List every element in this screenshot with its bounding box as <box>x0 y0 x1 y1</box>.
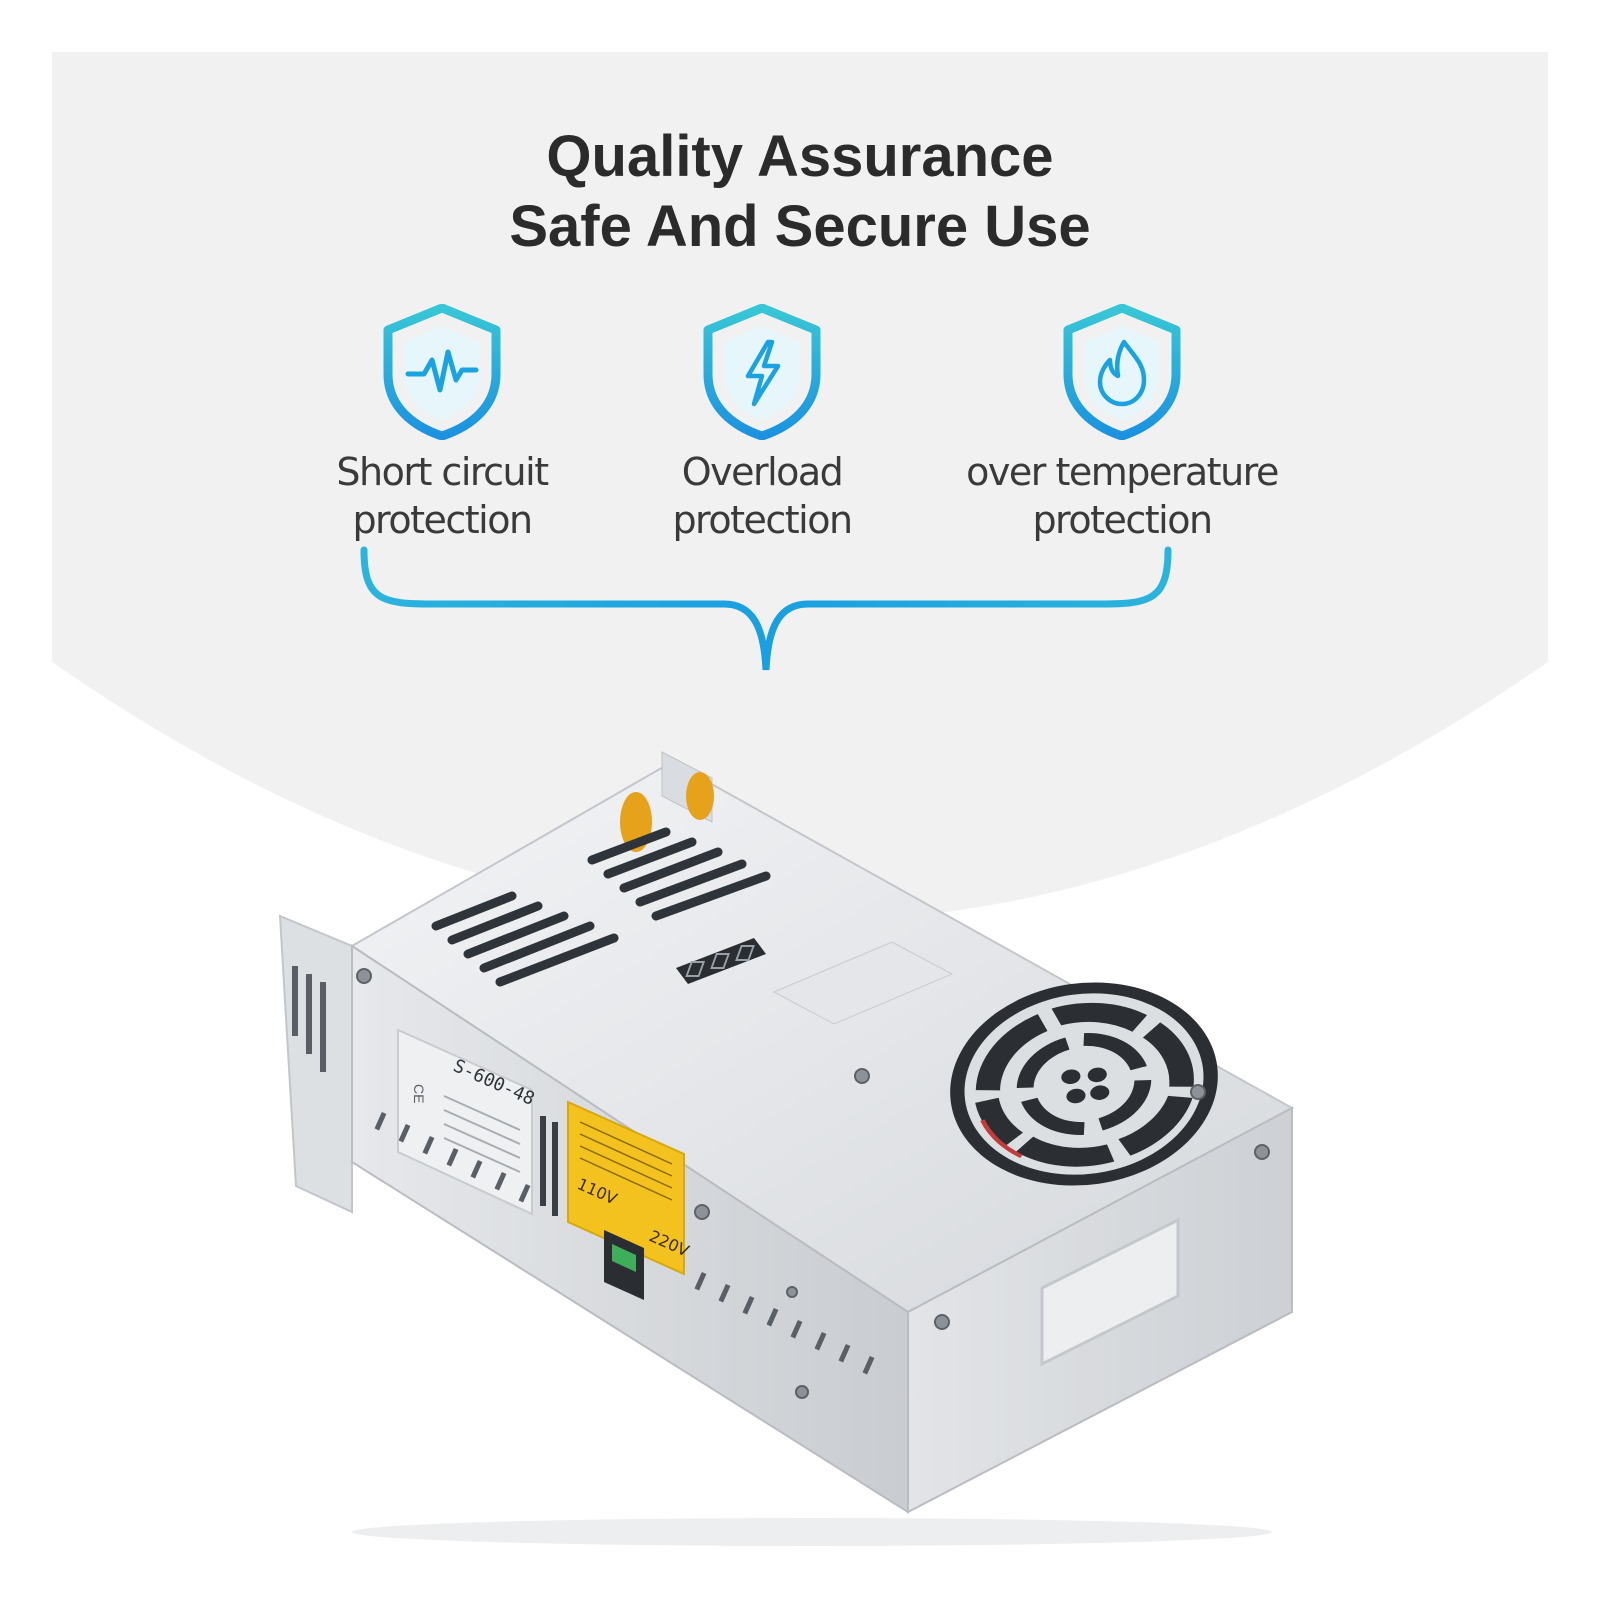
headline: Quality Assurance Safe And Secure Use <box>52 122 1548 262</box>
feature-label-line-1: over temperature <box>966 450 1279 494</box>
feature-overload: Overload protection <box>582 304 942 544</box>
lightning-shield-icon <box>703 304 821 440</box>
feature-label: Overload protection <box>582 448 942 544</box>
feature-label-line-1: Overload <box>681 450 844 494</box>
background-arc <box>52 52 1548 922</box>
power-supply-image: S-600-48 CE 110V 220V <box>278 751 1295 1546</box>
flame-shield-icon <box>1063 304 1181 440</box>
product-banner: Quality Assurance Safe And Secure Use Sh… <box>52 52 1548 1548</box>
headline-line-2: Safe And Secure Use <box>509 194 1091 259</box>
feature-label-line-2: protection <box>352 498 533 542</box>
feature-label: Short circuit protection <box>262 448 622 544</box>
feature-label: over temperature protection <box>922 448 1322 544</box>
feature-label-line-1: Short circuit <box>336 450 549 494</box>
feature-over-temperature: over temperature protection <box>922 304 1322 544</box>
brace-connector <box>360 546 1172 671</box>
feature-label-line-2: protection <box>1032 498 1213 542</box>
feature-label-line-2: protection <box>672 498 853 542</box>
heartbeat-shield-icon <box>383 304 501 440</box>
headline-line-1: Quality Assurance <box>546 124 1054 189</box>
ce-mark: CE <box>411 1084 427 1103</box>
feature-short-circuit: Short circuit protection <box>262 304 622 544</box>
